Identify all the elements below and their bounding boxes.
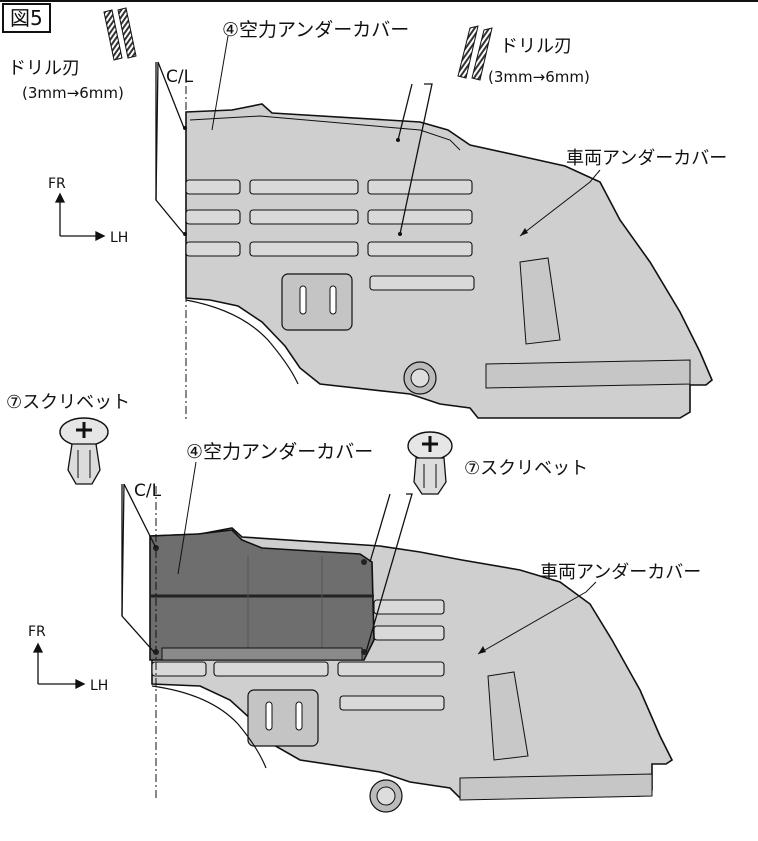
- center-line-label-top: C/L: [166, 67, 194, 87]
- drill-bit-size-left: (3mm→6mm): [22, 84, 124, 102]
- tow-cover-block: [281, 273, 353, 331]
- drill-leader-lines-right: [397, 83, 433, 235]
- axis-fr-label-top: FR: [48, 176, 66, 192]
- center-line-label-bottom: C/L: [134, 481, 162, 501]
- aero-cover-label-top: ④空力アンダーカバー: [222, 19, 409, 41]
- drill-bit-icon: [103, 7, 137, 61]
- direction-axes-top: [54, 192, 106, 242]
- drill-bit-icon: [457, 25, 493, 81]
- panel-slots-top: [185, 179, 475, 291]
- wheel-arch: [185, 299, 299, 385]
- vehicle-cover-label-top: 車両アンダーカバー: [566, 148, 727, 169]
- bottom-panel: ⑦スクリベット C/L ④空力アンダーカバー ⑦スクリベット 車両アンダーカバー…: [6, 392, 701, 813]
- drill-bit-label-left: ドリル刃: [8, 58, 80, 79]
- panel-slots-bottom: [151, 599, 445, 711]
- axis-fr-label-bottom: FR: [28, 624, 46, 640]
- drill-bit-size-right: (3mm→6mm): [488, 68, 590, 86]
- scrivet-label-left: ⑦スクリベット: [6, 392, 130, 413]
- direction-axes-bottom: [32, 642, 86, 690]
- scrivet-label-right: ⑦スクリベット: [464, 458, 588, 479]
- drill-bit-label-right: ドリル刃: [500, 36, 572, 57]
- scrivet-icon: [407, 431, 453, 495]
- axis-lh-label-bottom: LH: [90, 678, 108, 694]
- aero-cover-label-bottom: ④空力アンダーカバー: [186, 441, 373, 463]
- figure-number: 図5: [2, 3, 51, 33]
- scrivet-icon: [59, 417, 109, 485]
- scrivet-leader-lines: [121, 483, 413, 653]
- axis-lh-label-top: LH: [110, 230, 128, 246]
- top-panel: ドリル刃 (3mm→6mm) C/L ④空力アンダーカバー ドリル刃 (3mm→…: [8, 7, 727, 420]
- drill-leader-lines-left: [155, 61, 185, 235]
- tow-cover-block: [247, 689, 319, 747]
- wheel-arch: [151, 685, 267, 769]
- vehicle-cover-label-bottom: 車両アンダーカバー: [540, 562, 701, 583]
